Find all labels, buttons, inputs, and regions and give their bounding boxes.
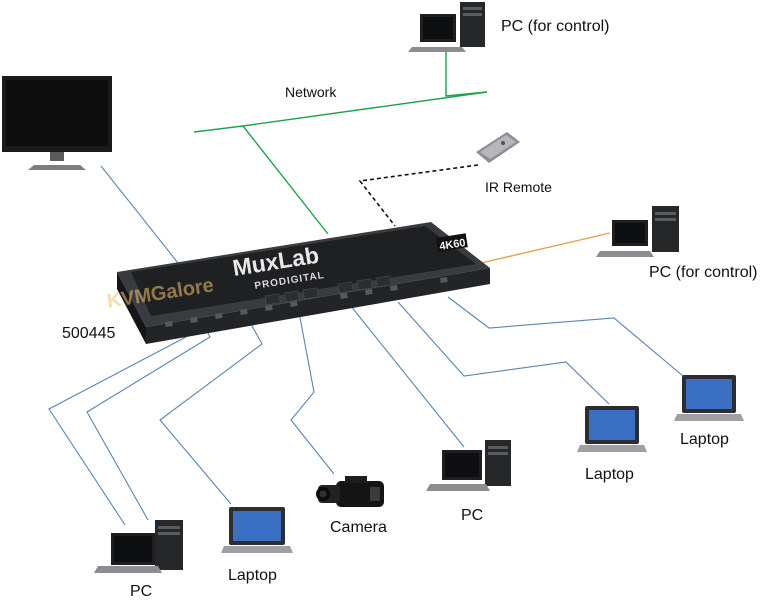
desktop-pc-icon <box>408 2 485 52</box>
desktop-pc-icon <box>426 440 511 491</box>
label-ir-remote: IR Remote <box>485 179 552 195</box>
hdmi-line-monitor <box>100 165 179 264</box>
ir-line <box>358 164 479 227</box>
desktop-pc-icon <box>596 206 679 257</box>
label-pc-control-right: PC (for control) <box>649 264 758 281</box>
label-pc-control-top: PC (for control) <box>501 18 610 35</box>
hdmi-line-laptop-center <box>397 301 610 405</box>
device-model-label: 500445 <box>62 325 116 342</box>
hdmi-line-pc-left-2 <box>86 319 211 521</box>
network-lines <box>193 50 488 235</box>
hdmi-line-pc-center <box>349 304 465 448</box>
laptop-icon <box>674 375 744 421</box>
serial-line <box>480 232 611 264</box>
switcher-device: MuxLab PRODIGITAL 4K60 KVMGalore <box>105 222 490 344</box>
network-backbone <box>193 91 488 133</box>
hdmi-line-laptop-left <box>159 314 263 505</box>
monitor-icon <box>2 76 112 170</box>
label-pc-bottom-left: PC <box>130 583 153 600</box>
label-laptop-bottom-left: Laptop <box>228 567 277 584</box>
label-pc-center: PC <box>461 507 484 524</box>
laptop-icon <box>221 507 293 553</box>
desktop-pc-icon <box>94 520 183 573</box>
network-line-switcher <box>242 125 329 235</box>
camera-icon <box>316 476 384 507</box>
network-line-pc <box>445 50 488 97</box>
hdmi-line-laptop-right <box>447 296 684 377</box>
laptop-icon <box>577 406 647 452</box>
hdmi-line-pc-left <box>48 319 187 526</box>
ir-remote-icon <box>476 132 520 163</box>
label-camera: Camera <box>330 519 387 536</box>
label-network: Network <box>285 84 337 100</box>
front-buttons <box>264 275 392 306</box>
front-ports <box>165 276 448 327</box>
device-badge: 4K60 <box>439 237 467 253</box>
label-laptop-right: Laptop <box>680 431 729 448</box>
hdmi-line-camera <box>290 306 335 475</box>
label-laptop-center-right: Laptop <box>585 466 634 483</box>
